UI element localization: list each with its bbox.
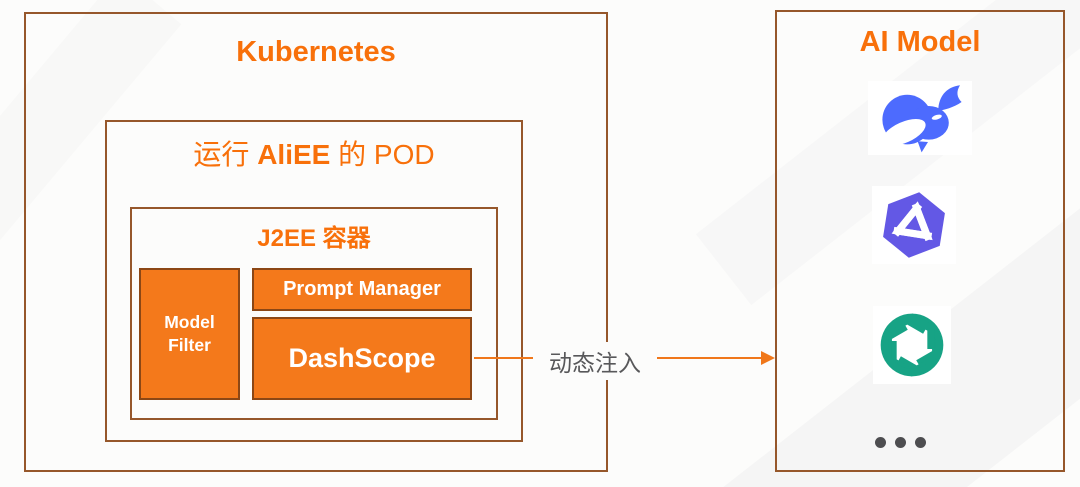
model-filter-box: Model Filter	[139, 268, 240, 400]
deepseek-logo-tile	[868, 81, 972, 155]
kubernetes-title: Kubernetes	[236, 36, 396, 68]
injection-arrow-label: 动态注入	[533, 342, 657, 380]
ellipsis-dot	[875, 437, 886, 448]
j2ee-container-box: J2EE 容器	[130, 207, 498, 420]
ellipsis-dot	[895, 437, 906, 448]
pod-title-prefix: 运行	[193, 139, 258, 170]
ellipsis-dot	[915, 437, 926, 448]
kubernetes-box: Kubernetes	[24, 12, 608, 472]
qwen-logo-icon	[883, 192, 945, 258]
ai-model-title: AI Model	[859, 26, 981, 58]
j2ee-title: J2EE 容器	[257, 225, 371, 252]
pod-box: 运行 AliEE 的 POD	[105, 120, 523, 442]
deepseek-whale-icon	[882, 85, 962, 153]
prompt-manager-box: Prompt Manager	[252, 268, 472, 311]
openai-logo-tile	[873, 306, 951, 384]
pod-title-suffix: 的 POD	[330, 139, 435, 170]
dashscope-box: DashScope	[252, 317, 472, 400]
injection-arrow-head	[761, 351, 775, 365]
ai-model-box: AI Model	[775, 10, 1065, 472]
more-models-ellipsis-icon	[875, 437, 926, 448]
openai-logo-icon	[880, 313, 944, 377]
pod-title: 运行 AliEE 的 POD	[107, 122, 521, 173]
pod-title-product: AliEE	[257, 139, 331, 170]
qwen-logo-tile	[872, 186, 956, 264]
